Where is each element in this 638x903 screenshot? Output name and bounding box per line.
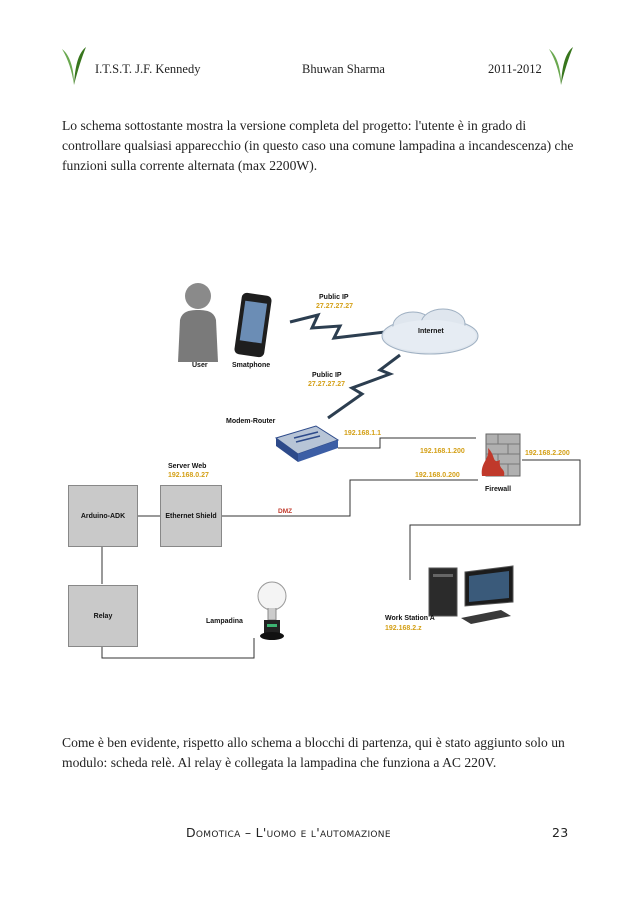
relay-label: Relay [93, 612, 113, 620]
smartphone-label: Smatphone [232, 362, 271, 369]
firewall-ip-2: 192.168.2.200 [525, 450, 570, 457]
link-smartphone-internet [289, 312, 386, 340]
server-web-ip: 192.168.0.27 [168, 472, 209, 479]
ethernet-shield-box: Ethernet Shield [160, 485, 222, 547]
leaf-logo-left [62, 47, 86, 85]
ethernet-shield-label: Ethernet Shield [165, 512, 217, 520]
firewall-label: Firewall [485, 486, 512, 493]
header-years: 2011-2012 [488, 62, 542, 76]
public-ip-top-value: 27.27.27.27 [316, 303, 353, 310]
workstation-icon [428, 565, 514, 624]
router-icon [274, 425, 340, 462]
arduino-label: Arduino-ADK [80, 512, 126, 520]
relay-box: Relay [68, 585, 138, 647]
arduino-box: Arduino-ADK [68, 485, 138, 547]
internet-cloud-icon [381, 308, 479, 355]
link-router-firewall [338, 437, 476, 449]
user-label: User [192, 362, 208, 369]
public-ip-bottom-value: 27.27.27.27 [308, 381, 345, 388]
workstation-label: Work Station A [385, 615, 435, 622]
router-ip: 192.168.1.1 [344, 430, 381, 437]
smartphone-icon [234, 292, 272, 358]
public-ip-top-label: Public IP [319, 294, 349, 301]
firewall-ip-0: 192.168.0.200 [415, 472, 460, 479]
header-school: I.T.S.T. J.F. Kennedy [95, 62, 201, 76]
link-firewall-dmz [220, 479, 478, 517]
diagram-connections [101, 312, 581, 659]
network-diagram: User Smatphone Public IP 27.27.27.27 Int… [0, 270, 638, 670]
header-author: Bhuwan Sharma [302, 62, 385, 76]
internet-label: Internet [418, 328, 444, 335]
footer-title: Domotica – L'uomo e l'automazione [186, 825, 391, 840]
dmz-label: DMZ [278, 508, 293, 515]
link-internet-router [327, 353, 401, 420]
page-number: 23 [552, 825, 569, 840]
user-icon [178, 283, 218, 362]
lightbulb-icon [257, 581, 287, 640]
leaf-logo-right [549, 47, 573, 85]
firewall-ip-1: 192.168.1.200 [420, 448, 465, 455]
workstation-ip: 192.168.2.z [385, 625, 422, 632]
intro-paragraph: Lo schema sottostante mostra la versione… [62, 118, 574, 173]
conclusion-paragraph: Come è ben evidente, rispetto allo schem… [62, 735, 565, 770]
lampadina-label: Lampadina [206, 618, 243, 625]
link-firewall-workstation [409, 459, 581, 580]
link-relay-lamp [101, 638, 255, 659]
modem-router-label: Modem-Router [226, 418, 276, 425]
server-web-label: Server Web [168, 463, 207, 470]
firewall-icon [481, 433, 521, 477]
public-ip-bottom-label: Public IP [312, 372, 342, 379]
